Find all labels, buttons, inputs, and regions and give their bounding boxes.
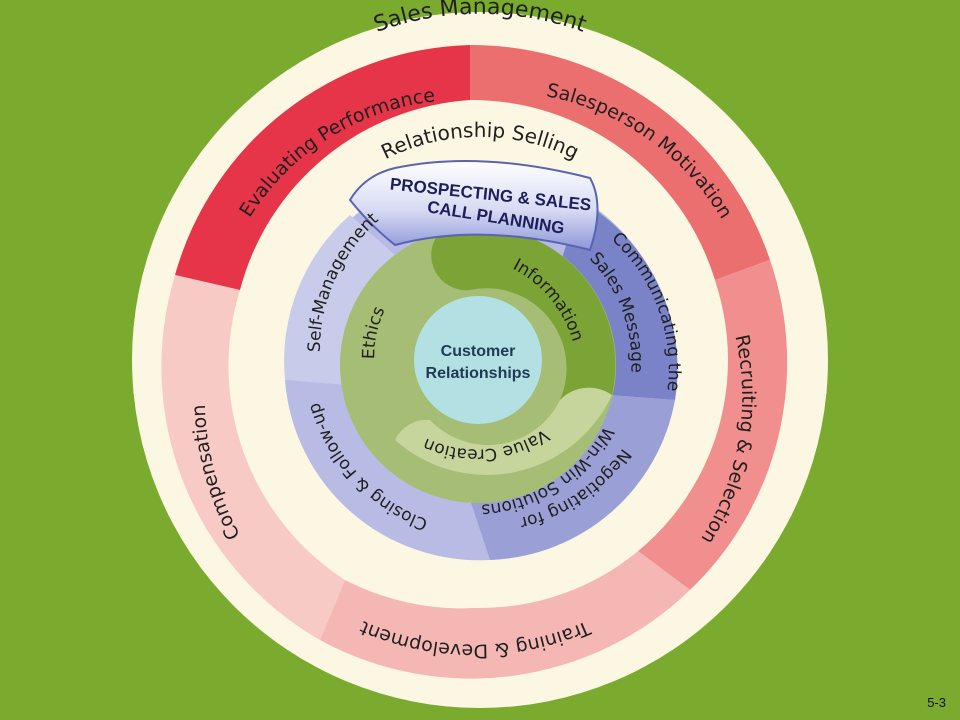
center-circle xyxy=(414,296,542,424)
segment-value-creation[interactable] xyxy=(395,387,612,475)
center-label-line2: Relationships xyxy=(426,365,531,382)
segment-salesperson-motivation[interactable] xyxy=(470,44,770,280)
center-label-line1: Customer xyxy=(441,343,516,360)
banner-shape xyxy=(348,159,599,252)
prospecting-banner[interactable]: PROSPECTING & SALES CALL PLANNING xyxy=(348,159,599,252)
segment-negotiating[interactable] xyxy=(470,395,675,560)
segment-compensation[interactable] xyxy=(161,275,345,640)
segment-evaluating-performance[interactable] xyxy=(175,45,470,290)
segment-information[interactable] xyxy=(431,226,616,408)
segment-closing[interactable] xyxy=(285,380,490,561)
slide-number: 5-3 xyxy=(927,695,946,710)
segment-self-management[interactable] xyxy=(284,215,395,385)
